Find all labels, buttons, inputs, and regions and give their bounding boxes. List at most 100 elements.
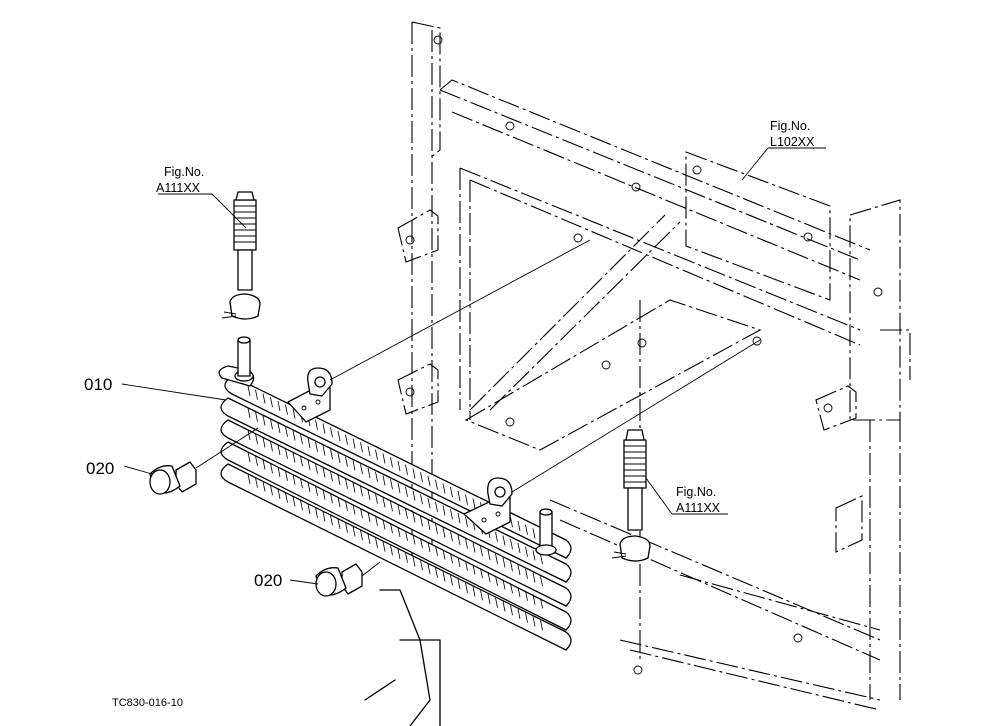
- cooler-fin: [247, 473, 251, 485]
- cooler-fin: [427, 497, 431, 509]
- cooler-fin: [450, 553, 453, 564]
- cooler-fin: [262, 393, 266, 404]
- cooler-fin: [405, 552, 408, 563]
- cooler-fin: [375, 449, 378, 460]
- cooler-fin: [472, 498, 476, 509]
- cooler-fin: [517, 520, 521, 532]
- cooler-fin: [502, 557, 506, 568]
- cooler-fin: [270, 419, 273, 430]
- cooler-fin: [255, 411, 258, 422]
- cooler-fin: [247, 407, 251, 419]
- cooler-fin: [427, 541, 431, 553]
- cooler-fin: [390, 501, 393, 512]
- cooler-fin: [510, 517, 513, 528]
- cooler-fin: [517, 608, 521, 620]
- cooler-fin: [420, 538, 423, 549]
- cooler-fin: [345, 456, 348, 467]
- cooler-fin: [487, 549, 491, 561]
- cooler-fin: [397, 482, 401, 494]
- cooler-fin: [495, 531, 498, 542]
- cooler-fin: [465, 560, 468, 571]
- cooler-fin: [285, 404, 288, 415]
- cooler-tubes: [220, 375, 572, 651]
- cooler-fin: [532, 528, 536, 539]
- cooler-fin: [540, 598, 543, 609]
- cooler-fin: [300, 434, 303, 445]
- cooler-fin: [420, 494, 423, 505]
- drawing-code: TC830-016-10: [112, 697, 183, 709]
- cooler-fin: [390, 457, 393, 468]
- cooler-fin: [532, 594, 536, 605]
- hose-left[interactable]: [221, 191, 261, 320]
- ref-label-frame-line2: L102XX: [770, 135, 815, 149]
- cooler-fin: [330, 449, 333, 460]
- cooler-fin: [532, 572, 536, 583]
- cooler-fin: [337, 518, 341, 530]
- cooler-fin: [300, 456, 303, 467]
- cooler-fin: [375, 537, 378, 548]
- cooler-fin: [510, 605, 513, 616]
- bolt-bottom[interactable]: [315, 563, 363, 597]
- cooler-fin: [382, 453, 386, 464]
- cooler-fin: [277, 466, 281, 478]
- cooler-fin: [300, 478, 303, 489]
- cooler-fin: [450, 531, 453, 542]
- cooler-fin: [322, 445, 326, 456]
- cooler-fin: [330, 515, 333, 526]
- cooler-fin: [352, 526, 356, 537]
- hose-right[interactable]: [611, 429, 651, 562]
- cooler-fin: [300, 500, 303, 511]
- cooler-fin: [412, 534, 416, 545]
- cooler-fin: [352, 460, 356, 471]
- cooler-fin: [285, 448, 288, 459]
- cooler-fin: [502, 601, 506, 612]
- cooler-fin: [270, 485, 273, 496]
- cooler-fin: [480, 590, 483, 601]
- cooler-fin: [352, 438, 356, 449]
- cooler-fin: [525, 524, 528, 535]
- cooler-fin: [435, 567, 438, 578]
- cooler-fin: [502, 579, 506, 590]
- cooler-fin: [510, 539, 513, 550]
- cooler-fin: [480, 546, 483, 557]
- cooler-fin: [292, 474, 296, 485]
- cooler-fin: [277, 422, 281, 434]
- cooler-fin: [390, 479, 393, 490]
- mounting-bracket-top: [287, 367, 333, 423]
- cooler-fin: [450, 575, 453, 586]
- oil-cooler[interactable]: [218, 336, 572, 651]
- cooler-fin: [367, 533, 371, 545]
- cooler-fin: [345, 478, 348, 489]
- cooler-fin: [360, 530, 363, 541]
- cooler-fin: [255, 433, 258, 444]
- cooler-fin: [255, 455, 258, 466]
- cooler-fin: [405, 508, 408, 519]
- cooler-fin: [420, 472, 423, 483]
- cooler-fin: [502, 535, 506, 546]
- cooler-fin: [337, 452, 341, 464]
- cooler-fin: [277, 400, 281, 412]
- mounting-bracket-bottom: [463, 477, 513, 535]
- cooler-fin: [360, 486, 363, 497]
- cooler-fin: [435, 501, 438, 512]
- cooler-fin: [465, 538, 468, 549]
- cooler-fin: [420, 560, 423, 571]
- cooler-fin: [247, 429, 251, 441]
- cooler-fin: [285, 492, 288, 503]
- phantom-frame: [364, 21, 911, 726]
- cooler-fin: [405, 530, 408, 541]
- ref-label-hose-left-line2: A111XX: [156, 181, 201, 195]
- cooler-fin: [540, 576, 543, 587]
- cooler-fin: [457, 512, 461, 524]
- bolt-left[interactable]: [149, 461, 197, 495]
- leader-lines: [121, 147, 826, 585]
- cooler-fin: [525, 612, 528, 623]
- cooler-fin: [412, 490, 416, 501]
- cooler-fin: [510, 583, 513, 594]
- cooler-fin: [412, 556, 416, 567]
- cooler-fin: [427, 563, 431, 575]
- cooler-fin: [442, 483, 446, 494]
- cooler-fin: [270, 397, 273, 408]
- cooler-fin: [315, 419, 318, 430]
